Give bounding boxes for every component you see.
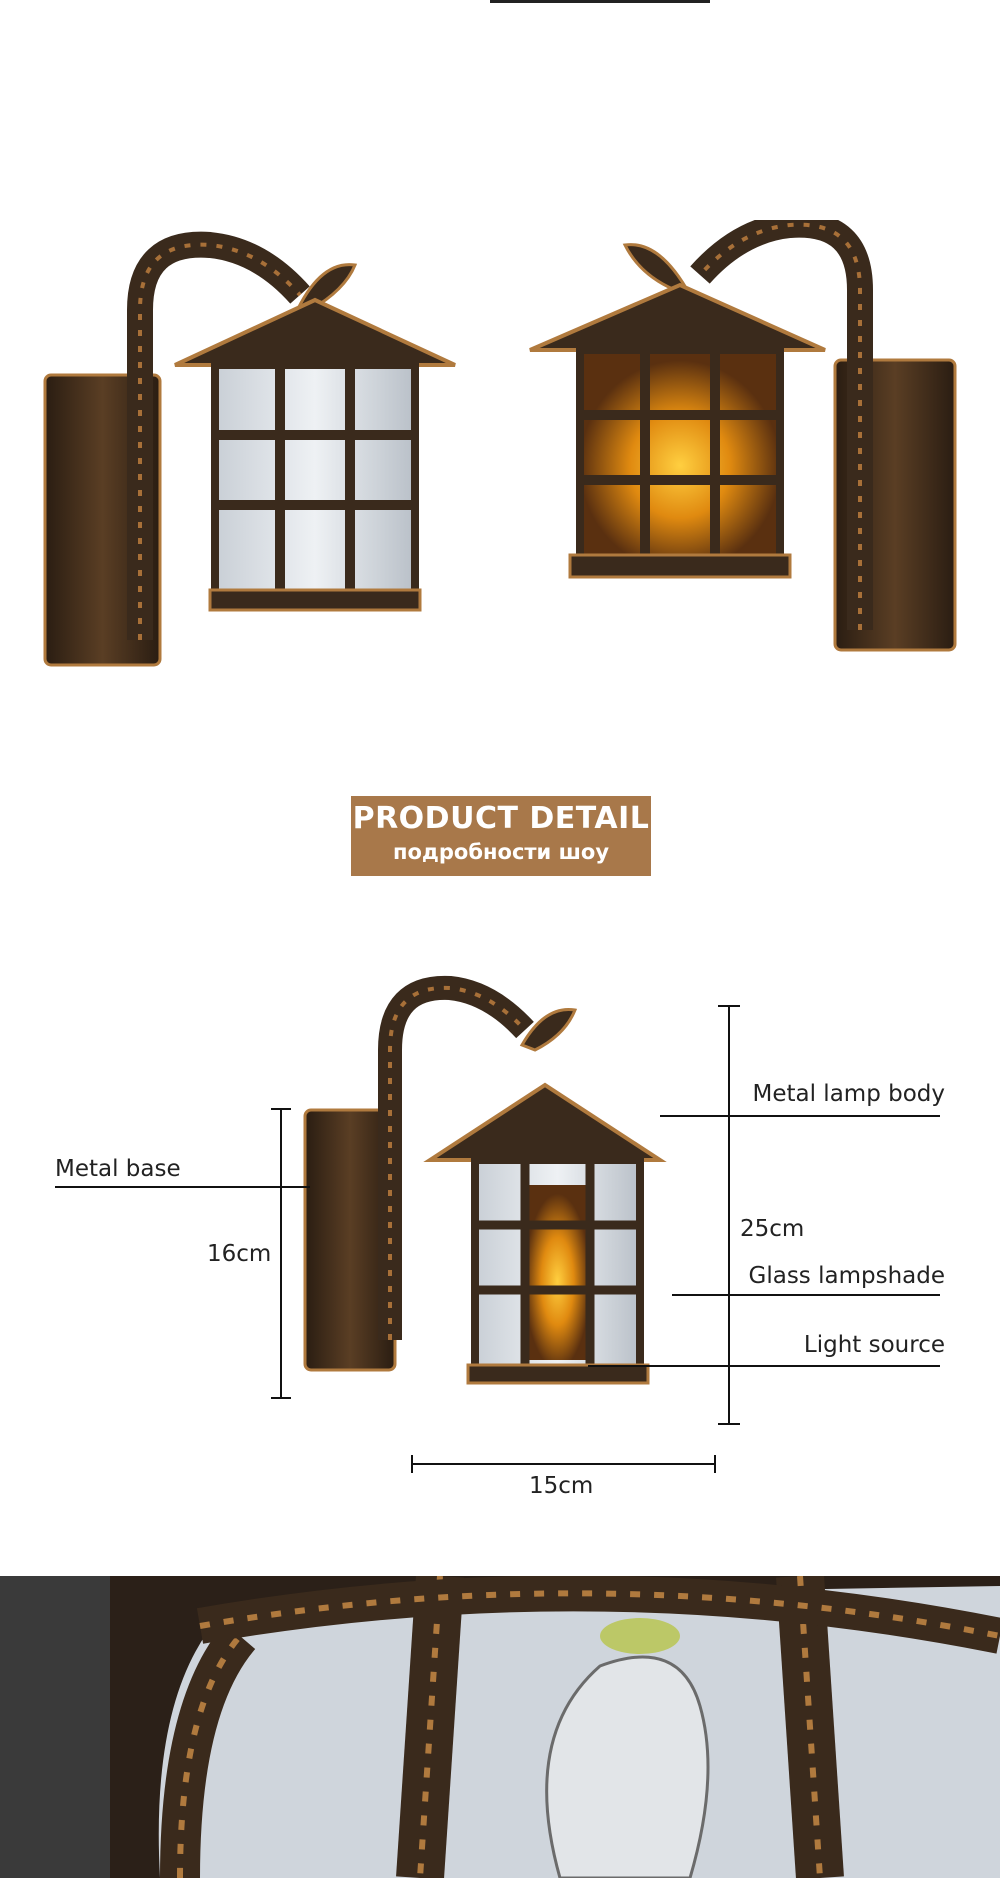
vertical-dimension-base-cap-bottom <box>271 1397 291 1399</box>
callout-glass-lampshade <box>672 1294 940 1296</box>
horizontal-dimension-width-cap-right <box>714 1455 716 1473</box>
vertical-dimension-total-cap-bottom <box>718 1423 740 1425</box>
dimension-lamp-image <box>303 975 667 1385</box>
label-light-source: Light source <box>803 1332 945 1358</box>
label-height-total: 25cm <box>740 1216 805 1242</box>
horizontal-dimension-width-cap-left <box>411 1455 413 1473</box>
closeup-photo <box>0 1576 1000 1878</box>
banner-subtitle: подробности шоу <box>392 840 610 864</box>
vertical-dimension-base <box>280 1108 282 1398</box>
label-height-base: 16cm <box>207 1241 272 1267</box>
label-metal-lamp-body: Metal lamp body <box>752 1081 946 1107</box>
callout-metal-lamp-body <box>660 1115 940 1117</box>
label-glass-lampshade: Glass lampshade <box>748 1263 945 1289</box>
vertical-dimension-total-cap-top <box>718 1005 740 1007</box>
top-divider <box>490 0 710 3</box>
product-detail-banner: PRODUCT DETAIL подробности шоу <box>351 796 651 876</box>
label-metal-base: Metal base <box>55 1156 181 1182</box>
callout-metal-base <box>55 1186 310 1188</box>
vertical-dimension-total <box>728 1005 730 1425</box>
callout-light-source <box>588 1365 940 1367</box>
banner-title: PRODUCT DETAIL <box>352 801 650 836</box>
lamp-right-image <box>529 220 957 652</box>
product-photo-pair <box>43 220 957 667</box>
vertical-dimension-base-cap-top <box>271 1108 291 1110</box>
lamp-left-image <box>43 231 456 667</box>
horizontal-dimension-width <box>411 1463 716 1465</box>
label-width: 15cm <box>529 1473 594 1499</box>
